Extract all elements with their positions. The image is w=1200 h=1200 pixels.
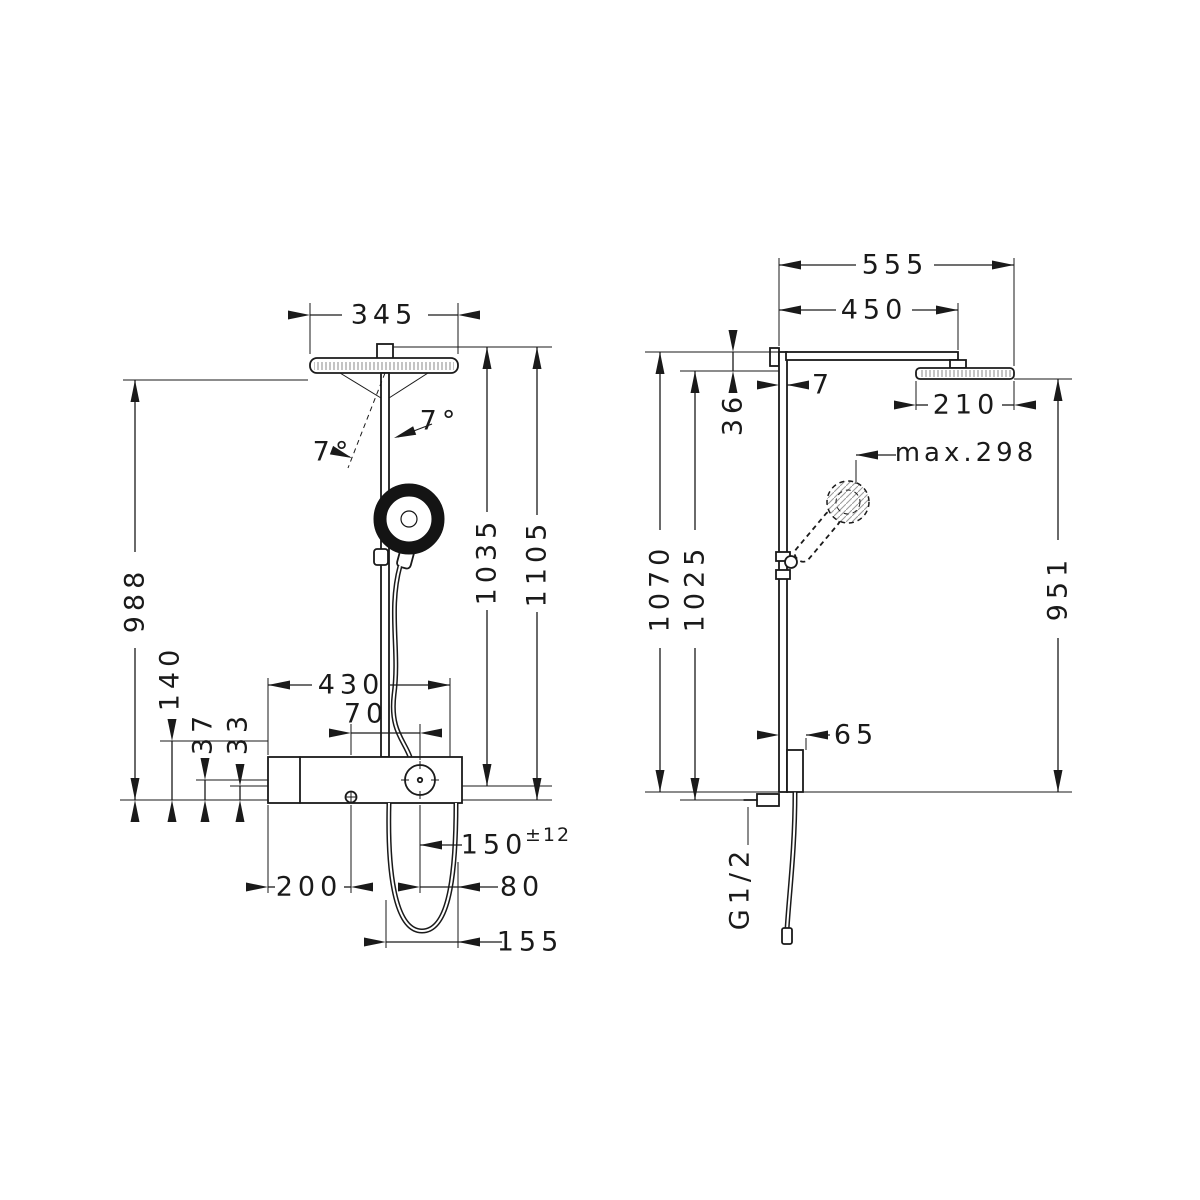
dim-430: 430 [267,670,451,757]
overhead-shower-side [915,367,1015,380]
dim-345: 345 [288,300,480,354]
dim-951: 951 [1014,378,1074,792]
dim-label-210: 210 [933,390,1000,421]
wall-bracket [769,347,780,367]
dim-label-g12-thread: G1/2 [725,846,756,930]
dim-7: 7 [757,370,834,401]
overhead-shower-front [309,343,459,399]
hand-shower-holder [373,548,389,566]
dim-label-1025: 1025 [680,544,711,633]
dim-label-33: 33 [223,711,254,755]
water-inlet [743,793,780,845]
dim-label-1035: 1035 [472,517,503,606]
head-tilt-indication [329,372,433,469]
dim-1105: 1105 [462,347,553,801]
dim-1025: 1025 [680,371,757,801]
dim-label-150-tolerance: ±12 [525,824,571,846]
hand-shower-front [373,483,445,570]
dim-label-140: 140 [155,645,186,712]
dim-555: 555 [778,250,1015,366]
dim-label-150: 150 [461,830,528,861]
dim-label-155: 155 [497,927,564,958]
dim-label-70: 70 [344,699,388,730]
dim-label-988: 988 [120,567,151,634]
holder-knob [784,555,798,569]
dim-label-430: 430 [318,670,385,701]
dim-988: 988 [120,379,308,822]
dim-150: 150 ±12 [419,805,571,893]
shower-arm-side [785,351,959,361]
dim-label-1105: 1105 [522,519,553,608]
dim-200: 200 [246,805,373,903]
dim-label-65: 65 [834,720,878,751]
dim-label-7: 7 [812,370,834,401]
dim-140: 140 [155,645,268,822]
dim-label-345: 345 [351,300,418,331]
dim-65: 65 [757,720,878,751]
dim-label-450: 450 [841,295,908,326]
dim-label-angle-right: 7° [420,406,461,437]
thermostat-valve [267,756,463,804]
dim-label-max-298: max.298 [895,438,1038,468]
dim-label-1070: 1070 [645,544,676,633]
shower-hose-loop [386,802,459,934]
front-view: 345 7° 7° 988 140 37 [120,300,571,958]
dim-label-951: 951 [1043,555,1074,622]
dim-label-80: 80 [500,872,544,903]
dim-155: 155 [364,900,564,958]
dim-label-37: 37 [188,711,219,755]
dim-37: 37 [188,711,268,822]
dim-70: 70 [329,699,442,760]
dim-450: 450 [779,295,959,350]
dim-33: 33 [223,711,268,822]
dim-label-555: 555 [862,250,929,281]
side-view: 555 450 7 36 [645,250,1074,945]
dim-label-36: 36 [718,392,749,436]
hose-end-fitting [781,927,793,945]
dim-label-200: 200 [276,872,343,903]
dim-1070: 1070 [645,352,1072,793]
dim-max-298: max.298 [855,438,1038,484]
dim-80: 80 [398,862,544,948]
dim-36: 36 [645,330,779,436]
dim-210: 210 [894,381,1036,421]
dim-1035: 1035 [393,346,552,787]
holder-clamp-lower [775,569,791,580]
hand-shower-side [775,480,870,580]
dim-label-angle-left: 7° [313,437,354,468]
hose-outlet-side [781,749,804,945]
